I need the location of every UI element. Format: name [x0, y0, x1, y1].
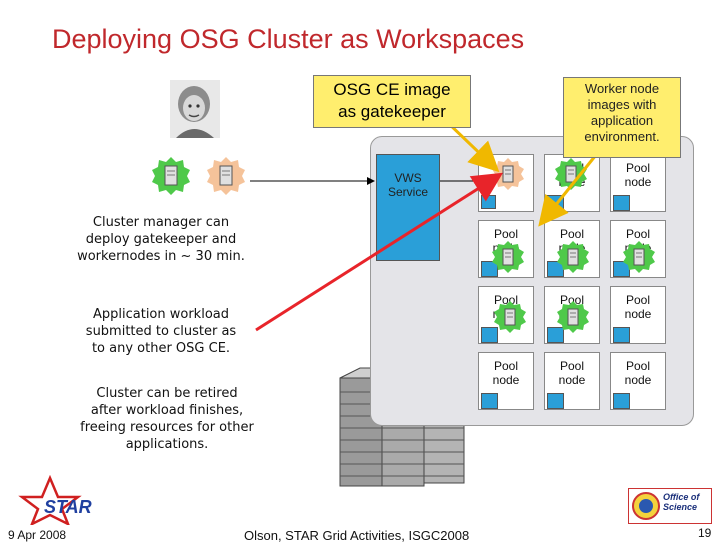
pool-node: Pool node	[478, 220, 534, 278]
pool-node: Pool node	[478, 352, 534, 410]
pool-node: Pool node	[610, 154, 666, 212]
pool-node: Pool node	[610, 352, 666, 410]
pool-node: Pool node	[544, 286, 600, 344]
footer-center: Olson, STAR Grid Activities, ISGC2008	[244, 528, 470, 543]
science-logo-text: Office of Science	[663, 492, 700, 512]
slide-title: Deploying OSG Cluster as Workspaces	[52, 24, 525, 54]
workload-description: Application workload submitted to cluste…	[85, 307, 237, 356]
person-icon	[170, 80, 220, 138]
star-logo: STAR	[18, 474, 92, 530]
cloud-server-icon	[150, 155, 192, 202]
science-logo: Office of Science	[628, 488, 712, 524]
science-seal-icon	[632, 492, 660, 520]
pool-node: Pool node	[544, 154, 600, 212]
retire-description: Cluster can be retired after workload fi…	[80, 386, 254, 452]
pool-node: Pool node	[544, 352, 600, 410]
pool-node: Pool node	[610, 286, 666, 344]
pool-node: Pool node	[478, 286, 534, 344]
star-logo-icon	[18, 474, 82, 527]
pool-node: Pool node	[544, 220, 600, 278]
vws-label: VWS Service	[387, 171, 428, 199]
ce-image-callout: OSG CE image as gatekeeper	[313, 75, 471, 128]
gatekeeper-node	[478, 154, 534, 212]
pool-node: Pool node	[610, 220, 666, 278]
node-chip	[481, 195, 496, 209]
vws-service-box: VWS Service	[376, 154, 440, 261]
cloud-server-icon	[205, 155, 247, 202]
star-logo-text: STAR	[44, 497, 92, 517]
deploy-description: Cluster manager can deploy gatekeeper an…	[77, 215, 245, 264]
worker-images-callout: Worker node images with application envi…	[563, 77, 681, 158]
footer-date: 9 Apr 2008	[8, 528, 67, 542]
page-number: 19	[698, 526, 712, 540]
pool-node-grid: Pool node Pool node Pool node Pool node …	[478, 154, 690, 414]
